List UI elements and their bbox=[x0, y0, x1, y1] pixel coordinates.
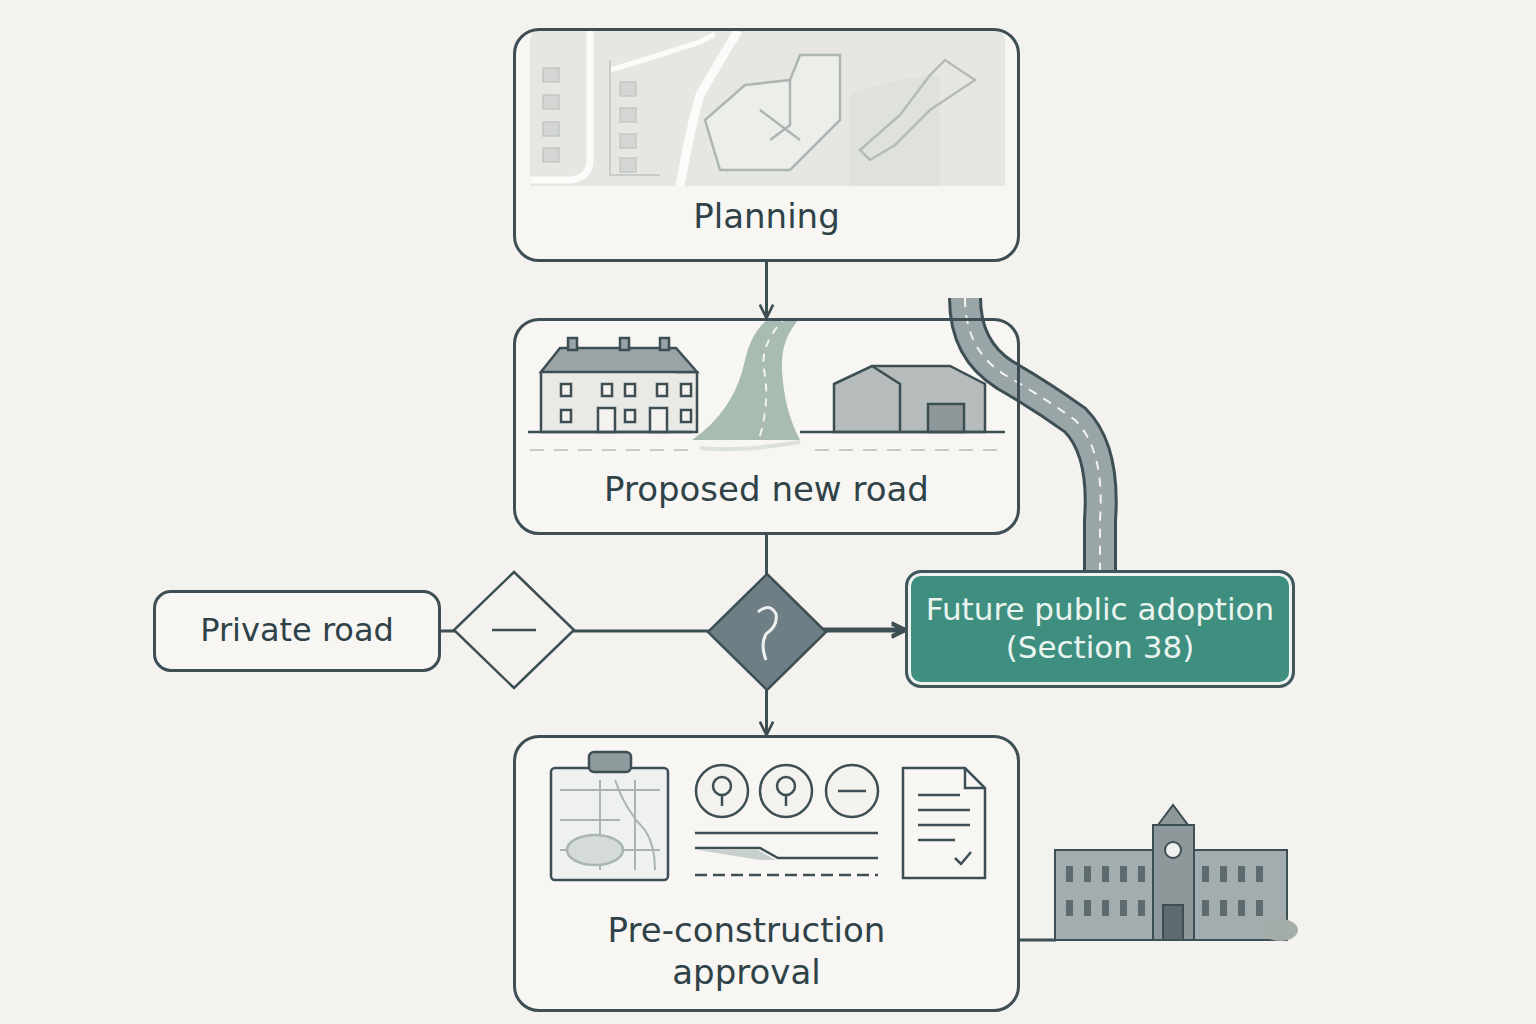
flow-arrow bbox=[765, 262, 768, 318]
process-box: Planning bbox=[513, 28, 1020, 262]
process-box: Private road bbox=[153, 590, 441, 672]
node-label: Pre-construction approval bbox=[582, 910, 912, 993]
town-hall bbox=[1020, 805, 1298, 941]
site-scene bbox=[528, 318, 1005, 450]
node-label: Planning bbox=[693, 196, 839, 237]
decision-diamond bbox=[454, 572, 574, 688]
process-box: Proposed new road bbox=[513, 318, 1020, 535]
access-road bbox=[965, 298, 1101, 570]
node-label: Proposed new road bbox=[604, 469, 929, 510]
approval-icons bbox=[551, 752, 985, 880]
process-box: Pre-construction approval bbox=[513, 735, 1020, 1012]
box-ground bbox=[514, 736, 1019, 1011]
box-ground bbox=[514, 29, 1019, 261]
box-ground bbox=[514, 319, 1019, 534]
box-ground bbox=[154, 591, 440, 671]
decision-diamond bbox=[708, 574, 826, 690]
highlight-box: Future public adoption (Section 38) bbox=[905, 570, 1295, 688]
site-map bbox=[530, 31, 1005, 186]
node-label: Future public adoption (Section 38) bbox=[925, 591, 1275, 667]
node-label: Private road bbox=[200, 611, 394, 650]
